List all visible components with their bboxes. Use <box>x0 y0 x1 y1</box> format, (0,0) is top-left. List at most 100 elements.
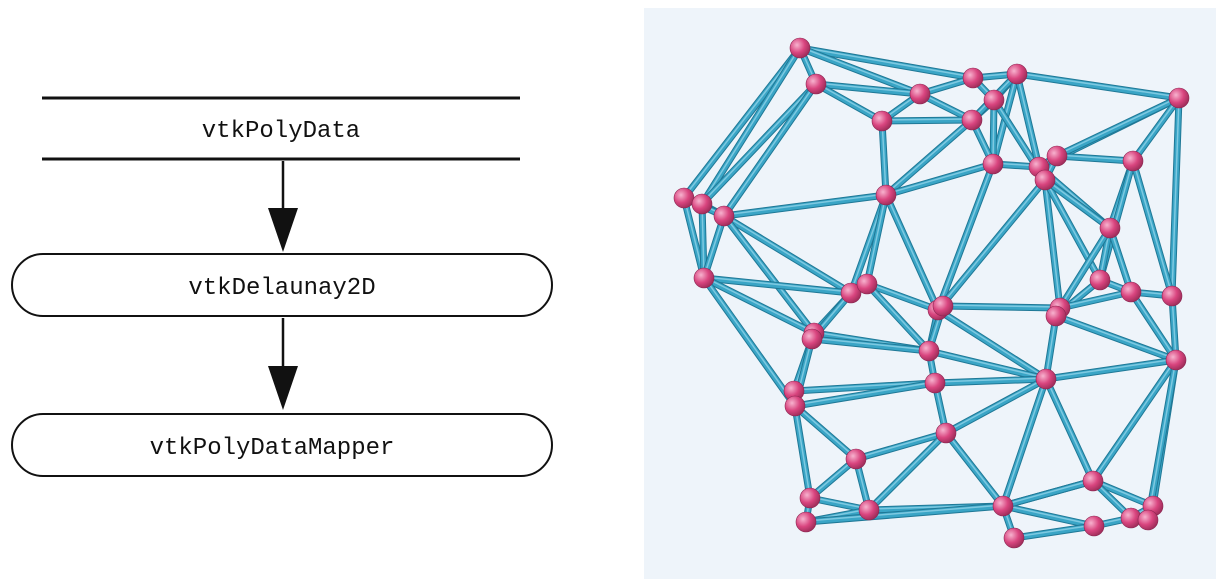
vtk-pipeline-diagram: vtkPolyData vtkDelaunay2D vtkPolyDataMap… <box>0 0 600 579</box>
mesh-edge <box>812 80 924 98</box>
mesh-vertex-sphere <box>918 340 940 362</box>
mesh-edge <box>796 44 924 98</box>
mesh-vertex-sphere <box>693 267 715 289</box>
mesh-edge <box>878 117 890 199</box>
mesh-edge <box>1144 356 1180 524</box>
mesh-vertex-sphere <box>935 422 957 444</box>
mesh-vertex-sphere <box>1137 509 1159 531</box>
mesh-edge <box>863 191 890 288</box>
mesh-vertex-sphere <box>673 187 695 209</box>
mesh-vertex-sphere <box>691 193 713 215</box>
mesh-vertex-sphere <box>909 83 931 105</box>
mesh-edge <box>1056 224 1114 312</box>
mesh-edge <box>1041 176 1064 312</box>
mesh-edge <box>720 191 890 220</box>
mesh-vertex-sphere <box>1099 217 1121 239</box>
node-vtkpolydatamapper: vtkPolyDataMapper <box>11 413 553 477</box>
mesh-edge <box>791 379 939 410</box>
mesh-vertex-sphere <box>845 448 867 470</box>
node-vtkdelaunay2d: vtkDelaunay2D <box>11 253 553 317</box>
mesh-edge <box>934 306 1050 383</box>
mesh-vertex-sphere <box>1003 527 1025 549</box>
mesh-edge <box>934 160 997 314</box>
mesh-edge <box>942 429 1007 510</box>
mesh-edge <box>863 280 933 355</box>
mesh-edge <box>1052 312 1180 364</box>
node-label-vtkpolydatamapper: vtkPolyDataMapper <box>150 435 395 462</box>
mesh-vertex-sphere <box>932 295 954 317</box>
mesh-vertex-sphere <box>795 511 817 533</box>
mesh-edge <box>882 160 997 199</box>
mesh-edge <box>700 274 799 410</box>
mesh-edge <box>808 335 933 355</box>
node-vtkpolydata: vtkPolyData <box>42 96 520 161</box>
pipeline-svg: vtkPolyData vtkDelaunay2D vtkPolyDataMap… <box>11 96 553 477</box>
mesh-edge <box>999 477 1097 510</box>
mesh-edge <box>878 116 976 125</box>
arrow-polydata-to-delaunay <box>268 161 298 252</box>
mesh-edge <box>1129 94 1183 165</box>
mesh-vertex-sphere <box>1165 349 1187 371</box>
mesh-edge <box>942 375 1050 437</box>
mesh-vertex-sphere <box>924 372 946 394</box>
mesh-svg <box>673 37 1190 549</box>
mesh-edge <box>796 44 977 82</box>
mesh-edge <box>1042 356 1180 383</box>
mesh-vertex-sphere <box>713 205 735 227</box>
mesh-vertex-sphere <box>858 499 880 521</box>
mesh-vertex-sphere <box>871 110 893 132</box>
mesh-edge <box>1127 288 1180 364</box>
mapper-box <box>11 413 553 477</box>
mesh-vertex-sphere <box>1122 150 1144 172</box>
mesh-vertex-sphere <box>1035 368 1057 390</box>
mesh-edge <box>802 502 1007 526</box>
mesh-vertex-sphere <box>1034 169 1056 191</box>
mesh-vertex-sphere <box>1083 515 1105 537</box>
mesh-edge <box>698 44 804 208</box>
mesh-edge <box>882 116 976 199</box>
node-label-vtkdelaunay2d: vtkDelaunay2D <box>188 275 375 302</box>
mesh-edge <box>1042 375 1097 485</box>
mesh-edge <box>720 212 855 297</box>
arrow-head <box>268 208 298 252</box>
mesh-edge <box>1056 288 1135 312</box>
mesh-edge <box>698 80 820 208</box>
mesh-edge <box>882 191 942 314</box>
mesh-edges <box>680 44 1183 542</box>
mesh-vertex-sphere <box>1046 145 1068 167</box>
mesh-edge <box>865 429 950 514</box>
mesh-edge <box>1129 157 1176 300</box>
mesh-edge <box>939 302 1064 312</box>
mesh-vertex-sphere <box>1168 87 1190 109</box>
mesh-edge <box>698 200 708 282</box>
mesh-vertex-sphere <box>1161 285 1183 307</box>
mesh-edge <box>852 429 950 463</box>
mesh-vertex-sphere <box>1089 269 1111 291</box>
mesh-edge <box>720 80 820 220</box>
mesh-vertex-sphere <box>983 89 1005 111</box>
mesh-edge <box>1053 94 1183 160</box>
node-label-vtkpolydata: vtkPolyData <box>202 118 360 145</box>
mesh-vertex-sphere <box>1006 63 1028 85</box>
mesh-edge <box>931 375 1050 387</box>
mesh-edge <box>791 402 814 502</box>
mesh-edge <box>1041 176 1114 232</box>
mesh-points <box>673 37 1190 549</box>
mesh-edge <box>1010 522 1098 542</box>
mesh-vertex-sphere <box>840 282 862 304</box>
mesh-vertex-sphere <box>805 73 827 95</box>
mesh-edge <box>1013 70 1043 171</box>
mesh-edge <box>700 274 855 297</box>
mesh-edge <box>999 502 1098 530</box>
mesh-vertex-sphere <box>982 153 1004 175</box>
mesh-edge <box>1053 152 1137 165</box>
arrow-delaunay-to-mapper <box>268 318 298 410</box>
mesh-edge <box>863 280 942 314</box>
mesh-edge <box>999 375 1050 510</box>
mesh-vertex-sphere <box>962 67 984 89</box>
mesh-edge <box>1089 477 1157 510</box>
mesh-edge <box>700 274 818 337</box>
mesh-vertex-sphere <box>1120 281 1142 303</box>
mesh-vertex-sphere <box>856 273 878 295</box>
mesh-vertex-sphere <box>801 328 823 350</box>
